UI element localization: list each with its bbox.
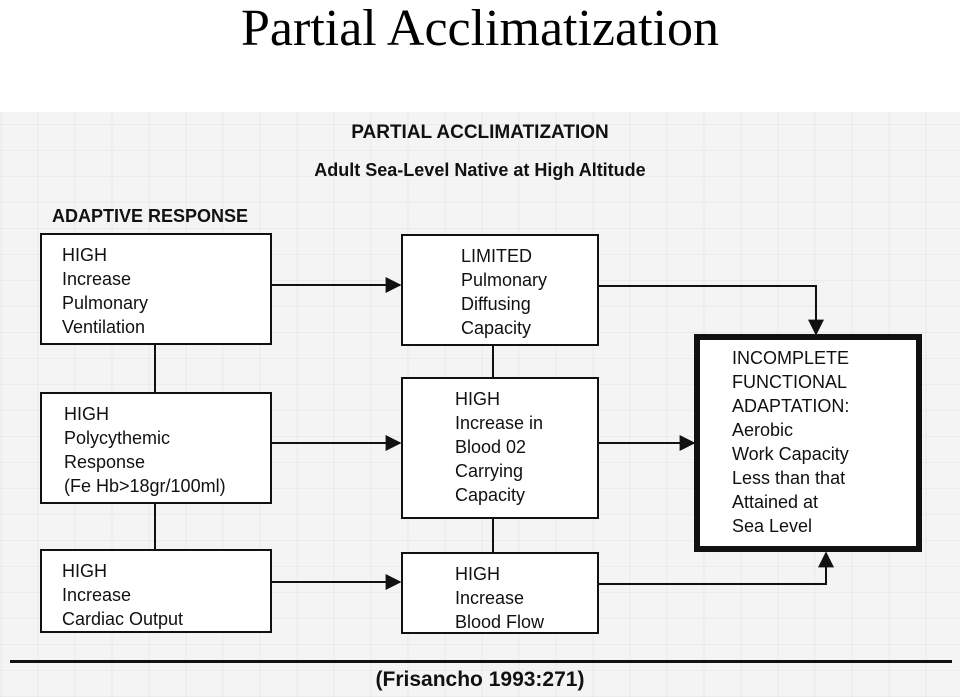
box-polycythemic-response: HIGH Polycythemic Response (Fe Hb>18gr/1…	[40, 392, 272, 504]
box-increase-blood-o2-capacity: HIGH Increase in Blood 02 Carrying Capac…	[401, 377, 599, 519]
citation-rule-top	[10, 660, 952, 663]
slide-title: Partial Acclimatization	[241, 0, 719, 57]
figure-subtitle: Adult Sea-Level Native at High Altitude	[314, 160, 646, 180]
box-increase-cardiac-output: HIGH Increase Cardiac Output	[40, 549, 272, 633]
arrow-diffusing-outcome	[599, 285, 824, 336]
box-limited-diffusing-capacity: LIMITED Pulmonary Diffusing Capacity	[401, 234, 599, 346]
figure-title: PARTIAL ACCLIMATIZATION	[351, 122, 609, 143]
arrow-blood-flow-outcome	[599, 551, 834, 585]
column-heading: ADAPTIVE RESPONSE	[52, 206, 249, 226]
box-incomplete-functional-adaptation: INCOMPLETE FUNCTIONAL ADAPTATION: Aerobi…	[694, 334, 922, 552]
citation: (Frisancho 1993:271)	[375, 668, 585, 691]
box-increase-pulmonary-ventilation: HIGH Increase Pulmonary Ventilation	[40, 233, 272, 345]
box-increase-blood-flow: HIGH Increase Blood Flow	[401, 552, 599, 634]
